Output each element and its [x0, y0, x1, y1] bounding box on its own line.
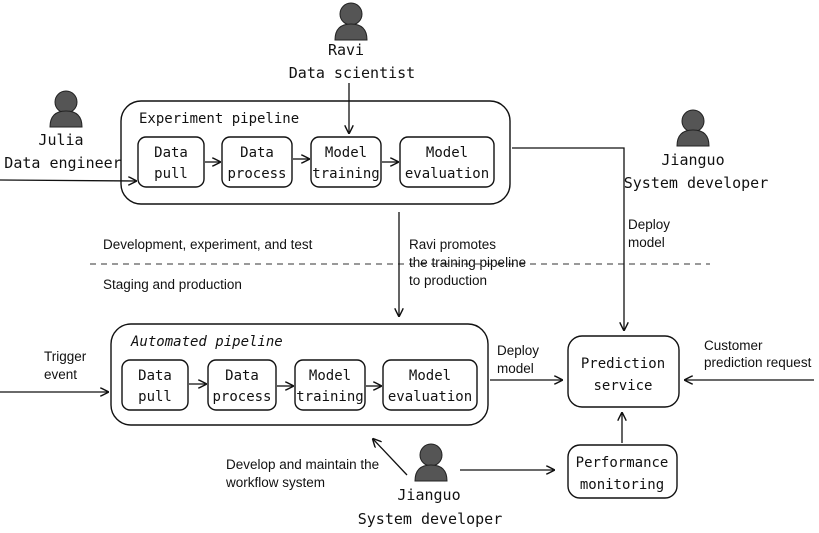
- prediction-service-line1: Prediction: [581, 356, 665, 372]
- auto-step-data-pull-line1: Data: [138, 368, 172, 384]
- deploy-top-line1: Deploy: [628, 217, 670, 232]
- exp-step-data-process: [221, 136, 293, 188]
- dev-zone-label: Development, experiment, and test: [103, 237, 313, 252]
- exp-step-data-process-line1: Data: [240, 145, 274, 161]
- exp-step-model-training-line2: training: [312, 166, 379, 182]
- customer-label-line2: prediction request: [704, 355, 812, 370]
- auto-step-data-pull: [121, 359, 189, 411]
- auto-step-data-process: [207, 359, 277, 411]
- person-jianguo-top-name: Jianguo: [661, 151, 724, 169]
- exp-step-data-pull-line2: pull: [154, 166, 188, 182]
- exp-step-model-evaluation-line2: evaluation: [405, 166, 489, 182]
- develop-maintain-line2: workflow system: [225, 475, 325, 490]
- deploy-bottom-line2: model: [497, 361, 534, 376]
- trigger-label-line2: event: [44, 367, 77, 382]
- experiment-pipeline-box: [120, 100, 511, 205]
- auto-step-model-evaluation: [382, 359, 478, 411]
- exp-step-data-pull: [137, 136, 205, 188]
- auto-step-model-training-line1: Model: [309, 368, 351, 384]
- performance-monitoring-line2: monitoring: [580, 477, 664, 493]
- arrow-deploy-from-experiment: [512, 147, 624, 330]
- experiment-pipeline-title: Experiment pipeline: [139, 111, 299, 127]
- person-julia-name: Julia: [38, 131, 83, 149]
- person-jianguo-top-role: System developer: [624, 174, 769, 192]
- performance-monitoring-line1: Performance: [576, 455, 669, 471]
- performance-monitoring-box: [567, 444, 678, 499]
- exp-step-data-process-line2: process: [227, 166, 286, 182]
- promote-label-line1: Ravi promotes: [409, 237, 496, 252]
- promote-label-line3: to production: [409, 273, 487, 288]
- person-ravi-role: Data scientist: [289, 64, 415, 82]
- exp-step-model-evaluation: [399, 136, 495, 188]
- automated-pipeline-title: Automated pipeline: [130, 334, 283, 350]
- auto-step-data-pull-line2: pull: [138, 389, 172, 405]
- person-ravi-name: Ravi: [328, 41, 364, 59]
- auto-step-data-process-line1: Data: [225, 368, 259, 384]
- auto-step-model-training: [294, 359, 366, 411]
- person-julia-icon: [49, 90, 83, 128]
- arrow-jianguo-to-automated: [373, 439, 408, 476]
- auto-step-model-training-line2: training: [296, 389, 363, 405]
- person-jianguo-bottom-icon: [414, 443, 448, 482]
- customer-label-line1: Customer: [704, 338, 763, 353]
- automated-pipeline-box: [110, 323, 489, 426]
- person-julia-role: Data engineer: [4, 154, 121, 172]
- arrow-julia-to-pipeline: [0, 180, 136, 181]
- prediction-service-line2: service: [593, 378, 652, 394]
- exp-step-model-training-line1: Model: [325, 145, 367, 161]
- develop-maintain-line1: Develop and maintain the: [226, 457, 379, 472]
- person-jianguo-bottom-name: Jianguo: [397, 486, 460, 504]
- person-ravi-icon: [334, 2, 368, 41]
- person-jianguo-top-icon: [676, 109, 710, 147]
- exp-step-model-evaluation-line1: Model: [426, 145, 468, 161]
- exp-step-data-pull-line1: Data: [154, 145, 188, 161]
- promote-label-line2: the training pipeline: [409, 255, 526, 270]
- person-jianguo-bottom-role: System developer: [358, 510, 503, 528]
- exp-step-model-training: [310, 136, 382, 188]
- deploy-top-line2: model: [628, 235, 665, 250]
- trigger-label-line1: Trigger: [44, 349, 87, 364]
- auto-step-data-process-line2: process: [212, 389, 271, 405]
- deploy-bottom-line1: Deploy: [497, 343, 539, 358]
- auto-step-model-evaluation-line2: evaluation: [388, 389, 472, 405]
- auto-step-model-evaluation-line1: Model: [409, 368, 451, 384]
- prod-zone-label: Staging and production: [103, 277, 242, 292]
- prediction-service-box: [567, 335, 680, 408]
